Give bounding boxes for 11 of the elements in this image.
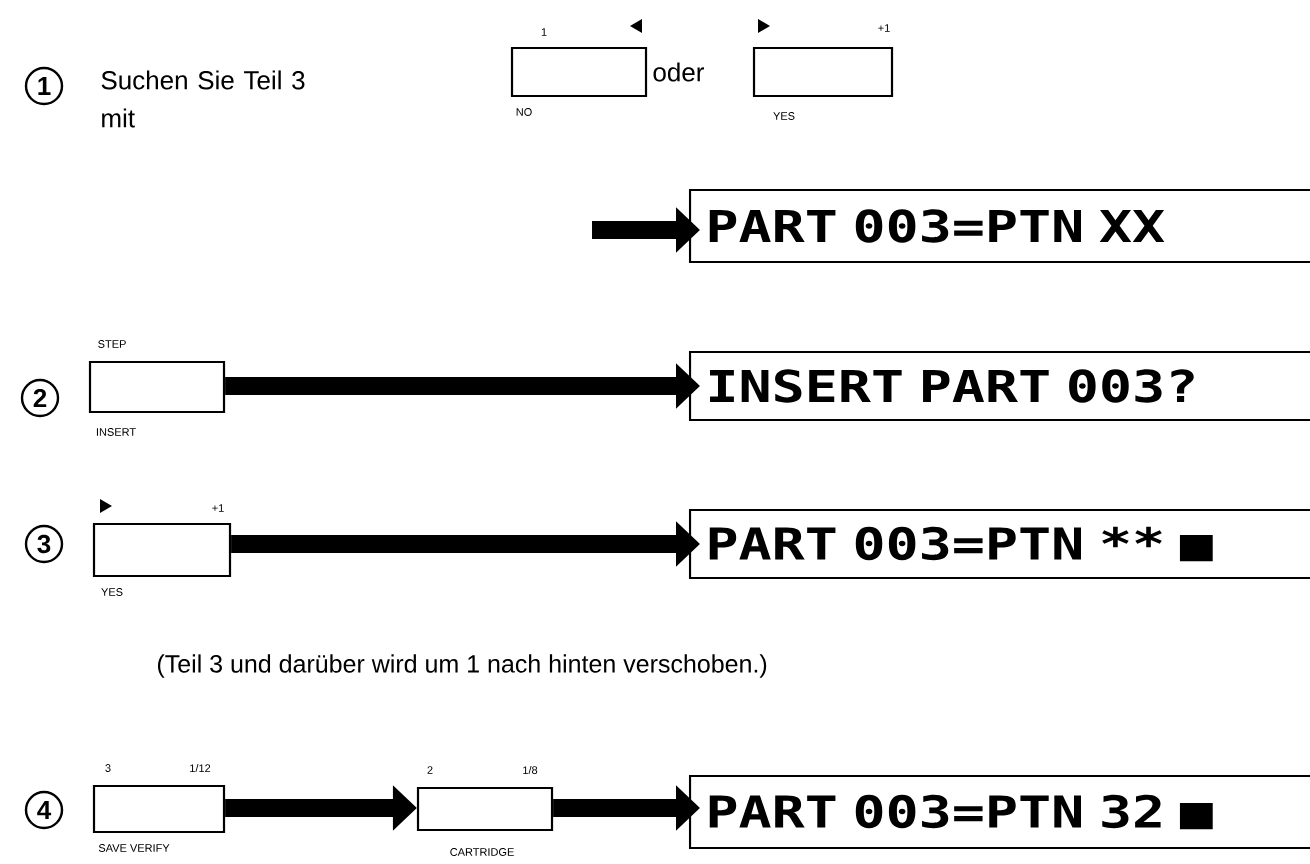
step-number: 4: [24, 790, 64, 830]
instruction-text: oder: [653, 62, 704, 82]
display-panel: INSERT PART 003?: [688, 350, 1310, 422]
display-panel: PART 003=PTN XX: [688, 188, 1310, 264]
display-panel: PART 003=PTN 32 ■: [688, 774, 1310, 850]
step-number: 1: [24, 66, 64, 106]
step-number: 2: [20, 378, 60, 418]
step-number: 3: [24, 524, 64, 564]
display-panel: PART 003=PTN ** ■: [688, 508, 1310, 580]
note-text: (Teil 3 und darüber wird um 1 nach hinten verschoben.): [157, 654, 767, 678]
instruction-text: Suchen Sie Teil 3 mit: [101, 70, 305, 128]
